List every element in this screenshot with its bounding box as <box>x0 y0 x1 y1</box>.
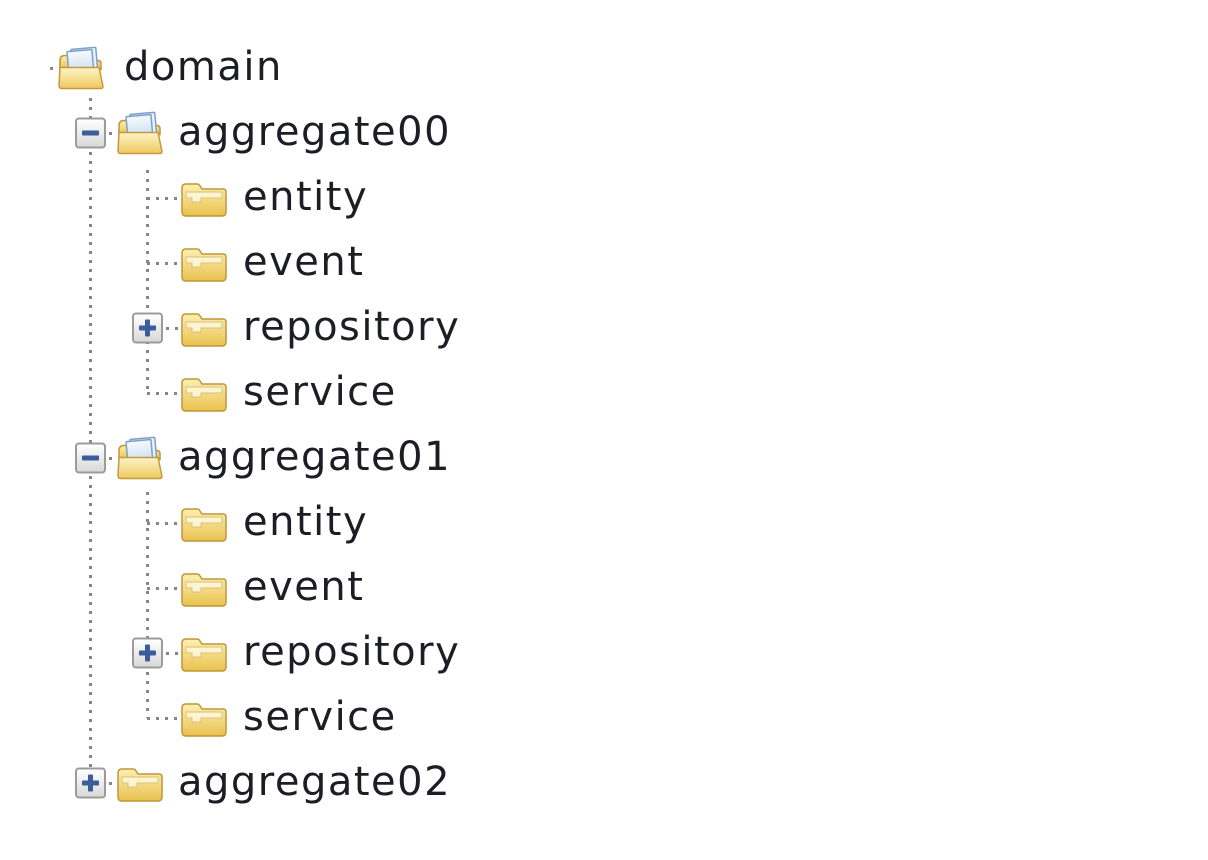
closed-folder-icon[interactable] <box>181 309 227 347</box>
tree-item-label[interactable]: aggregate01 <box>178 433 452 480</box>
closed-folder-icon[interactable] <box>181 634 227 672</box>
tree-connector-hline <box>147 716 180 720</box>
tree-item-label[interactable]: event <box>243 238 365 285</box>
closed-folder-icon[interactable] <box>181 179 227 217</box>
tree-item-domain[interactable]: domain <box>0 35 1208 100</box>
open-folder-icon[interactable] <box>117 436 165 479</box>
tree-connector-vline-root <box>89 98 92 767</box>
tree-item-entity[interactable]: entity <box>0 490 1208 555</box>
tree-item-label[interactable]: entity <box>243 173 369 220</box>
tree-item-label[interactable]: aggregate02 <box>178 758 452 805</box>
tree-connector-hline <box>147 196 180 200</box>
tree-item-label[interactable]: event <box>243 563 365 610</box>
tree-connector-vline-aggregate00 <box>146 170 149 393</box>
closed-folder-icon[interactable] <box>181 569 227 607</box>
collapse-toggle-icon[interactable] <box>75 117 106 148</box>
closed-folder-icon[interactable] <box>181 244 227 282</box>
tree-rows: domain aggregate00 <box>0 35 1208 815</box>
tree-item-service[interactable]: service <box>0 685 1208 750</box>
tree-connector-hline <box>147 586 180 590</box>
tree-item-label[interactable]: domain <box>124 43 283 90</box>
tree-item-event[interactable]: event <box>0 555 1208 620</box>
open-folder-icon[interactable] <box>117 111 165 154</box>
tree-connector-hline <box>109 456 118 460</box>
tree-connector-hline <box>147 391 180 395</box>
tree-item-aggregate00[interactable]: aggregate00 <box>0 100 1208 165</box>
expand-toggle-icon[interactable] <box>132 312 163 343</box>
tree-item-aggregate02[interactable]: aggregate02 <box>0 750 1208 815</box>
closed-folder-icon[interactable] <box>181 374 227 412</box>
tree-connector-hline <box>147 521 180 525</box>
closed-folder-icon[interactable] <box>181 504 227 542</box>
tree-item-label[interactable]: service <box>243 368 397 415</box>
tree-item-label[interactable]: service <box>243 693 397 740</box>
tree-connector-hline <box>109 781 118 785</box>
tree-item-repository[interactable]: repository <box>0 620 1208 685</box>
tree-connector-hline <box>147 261 180 265</box>
tree-connector-hline <box>109 131 118 135</box>
tree-connector-vline-aggregate01 <box>146 492 149 718</box>
closed-folder-icon[interactable] <box>117 764 163 802</box>
tree-item-label[interactable]: aggregate00 <box>178 108 452 155</box>
expand-toggle-icon[interactable] <box>75 767 106 798</box>
tree-connector-hline <box>166 651 180 655</box>
open-folder-icon[interactable] <box>58 46 106 89</box>
closed-folder-icon[interactable] <box>181 699 227 737</box>
tree-item-aggregate01[interactable]: aggregate01 <box>0 425 1208 490</box>
collapse-toggle-icon[interactable] <box>75 442 106 473</box>
tree-item-label[interactable]: entity <box>243 498 369 545</box>
tree-item-entity[interactable]: entity <box>0 165 1208 230</box>
tree-connector-stub <box>50 66 59 70</box>
expand-toggle-icon[interactable] <box>132 637 163 668</box>
tree-item-label[interactable]: repository <box>243 628 461 675</box>
tree-item-service[interactable]: service <box>0 360 1208 425</box>
tree-item-label[interactable]: repository <box>243 303 461 350</box>
tree-item-event[interactable]: event <box>0 230 1208 295</box>
tree-connector-hline <box>166 326 180 330</box>
tree-item-repository[interactable]: repository <box>0 295 1208 360</box>
